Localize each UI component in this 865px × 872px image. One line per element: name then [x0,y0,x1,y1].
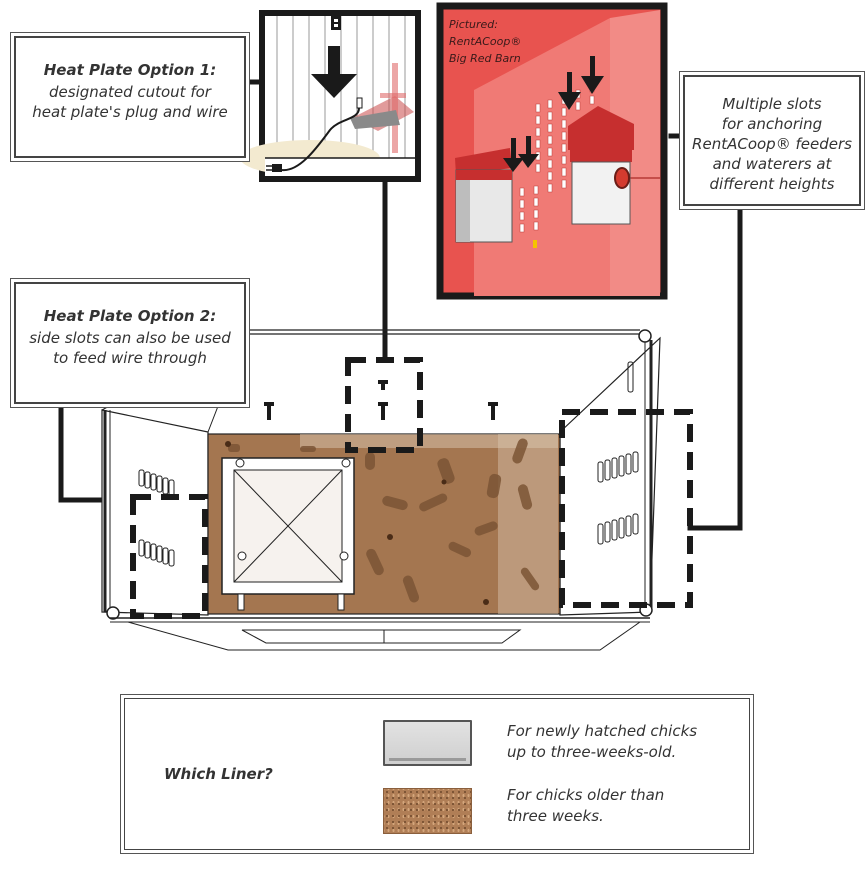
callout-heat-plate-option-1: Heat Plate Option 1: designated cutout f… [14,36,246,158]
liner-legend: Which Liner? For newly hatched chicks up… [124,698,750,850]
heat-plate [222,458,354,610]
callout-text: Multiple slots [691,94,853,114]
legend-text: three weeks. [507,806,727,827]
wall-pins [264,380,498,420]
callout-title: Heat Plate Option 1: [16,60,244,80]
legend-item-newly-hatched: For newly hatched chicks up to three-wee… [507,721,727,763]
callout-title: Heat Plate Option 2: [16,306,244,326]
plastic-liner-swatch [383,720,472,766]
legend-item-older-chicks: For chicks older than three weeks. [507,785,727,827]
callout-text: heat plate's plug and wire [16,102,244,122]
callout-text: to feed wire through [16,348,244,368]
callout-heat-plate-option-2: Heat Plate Option 2: side slots can also… [14,282,246,404]
photo-caption: Pictured: RentACoop® Big Red Barn [449,16,521,67]
photo-caption-line: Pictured: [449,16,521,33]
legend-title: Which Liner? [164,765,273,783]
callout-text: different heights [691,174,853,194]
legend-text: For newly hatched chicks [507,721,727,742]
wood-liner-swatch [383,788,472,834]
legend-text: For chicks older than [507,785,727,806]
legend-text: up to three-weeks-old. [507,742,727,763]
callout-text: designated cutout for [16,82,244,102]
callout-text: side slots can also be used [16,328,244,348]
callout-text: and waterers at [691,154,853,174]
callout-text: for anchoring [691,114,853,134]
photo-caption-line: Big Red Barn [449,50,521,67]
callout-text: RentACoop® feeders [691,134,853,154]
cutout-inset [240,13,418,179]
photo-caption-line: RentACoop® [449,33,521,50]
callout-multiple-slots: Multiple slots for anchoring RentACoop® … [683,75,861,206]
